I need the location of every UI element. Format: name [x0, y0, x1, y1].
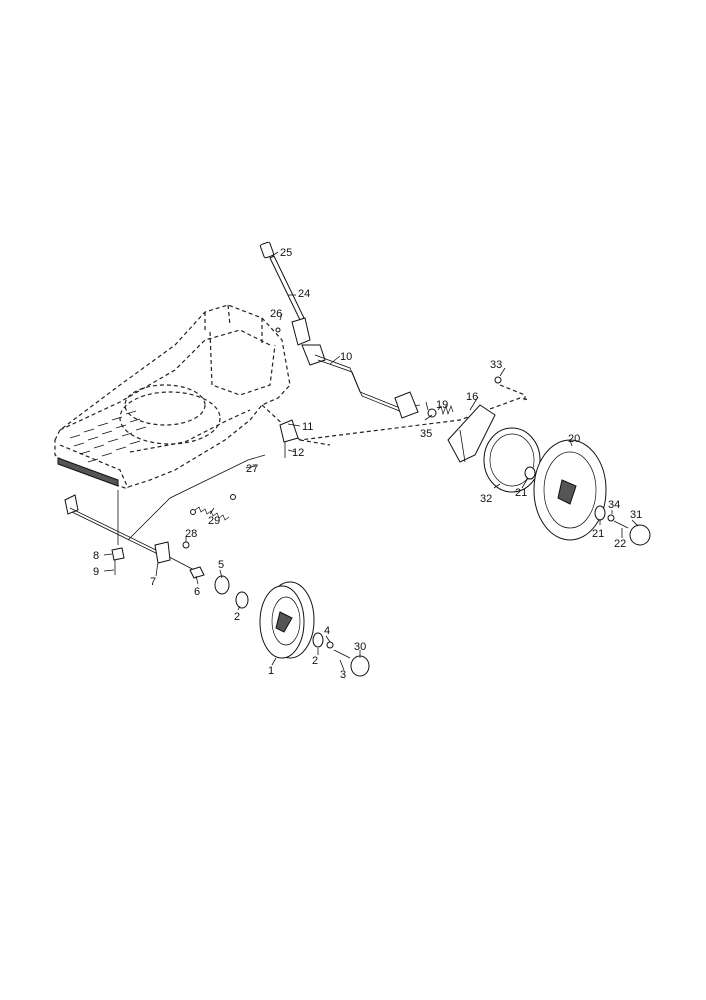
rear-wheel-assembly [427, 376, 651, 546]
label-part-20: 20 [568, 433, 580, 445]
bracket-11 [279, 419, 331, 458]
leader-lines [103, 251, 639, 671]
label-part-24: 24 [298, 288, 310, 300]
label-part-30: 30 [354, 641, 366, 653]
label-part-16: 16 [466, 391, 478, 403]
label-part-29: 29 [208, 515, 220, 527]
label-part-34: 34 [608, 499, 620, 511]
part-number-labels: 25 24 26 10 11 12 33 19 16 35 20 32 21 3… [93, 247, 642, 681]
label-part-2-outer: 2 [312, 655, 318, 667]
label-part-6: 6 [194, 586, 200, 598]
label-part-10: 10 [340, 351, 352, 363]
mower-deck-outline [54, 304, 531, 489]
label-part-35: 35 [420, 428, 432, 440]
label-part-1: 1 [268, 665, 274, 677]
label-part-9: 9 [93, 566, 99, 578]
label-part-27: 27 [246, 463, 258, 475]
label-part-8: 8 [93, 550, 99, 562]
label-part-28: 28 [185, 528, 197, 540]
front-axle-rod [64, 490, 199, 575]
height-adjust-lever [259, 241, 421, 419]
label-part-26: 26 [270, 308, 282, 320]
link-rod-27 [127, 454, 266, 541]
label-part-5: 5 [218, 559, 224, 571]
label-part-21-rear-outer: 21 [592, 528, 604, 540]
label-part-2-inner: 2 [234, 611, 240, 623]
label-part-19: 19 [436, 399, 448, 411]
label-part-33: 33 [490, 359, 502, 371]
label-part-25: 25 [280, 247, 292, 259]
label-part-4: 4 [324, 625, 330, 637]
label-part-12: 12 [292, 447, 304, 459]
label-part-31: 31 [630, 509, 642, 521]
front-wheel [182, 541, 370, 677]
label-part-22: 22 [614, 538, 626, 550]
label-part-3: 3 [340, 669, 346, 681]
label-part-7: 7 [150, 576, 156, 588]
label-part-21-rear-inner: 21 [515, 487, 527, 499]
label-part-32: 32 [480, 493, 492, 505]
spring-29 [190, 494, 236, 521]
label-part-11: 11 [302, 421, 313, 433]
